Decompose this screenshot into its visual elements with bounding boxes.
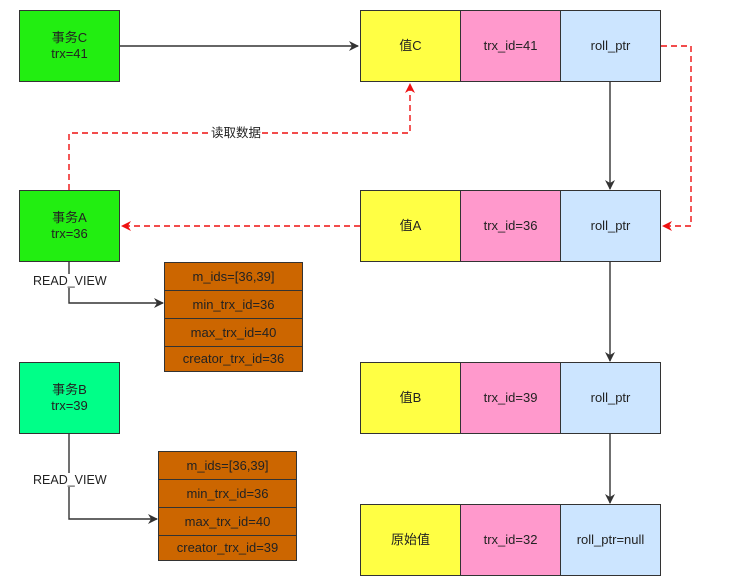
version-3-roll-ptr: roll_ptr=null <box>560 504 661 576</box>
read-view-b-label: READ_VIEW <box>32 473 108 487</box>
read-view-a-label: READ_VIEW <box>32 274 108 288</box>
transaction-c: 事务C trx=41 <box>19 10 120 82</box>
read-view-b-field-0: m_ids=[36,39] <box>158 451 297 480</box>
version-3-trx-id: trx_id=32 <box>460 504 561 576</box>
transaction-a-name: 事务A <box>52 210 87 225</box>
version-2-trx-id: trx_id=39 <box>460 362 561 434</box>
transaction-c-name: 事务C <box>51 30 88 45</box>
version-1-trx-id: trx_id=36 <box>460 190 561 262</box>
read-view-b-field-1: min_trx_id=36 <box>158 479 297 508</box>
read-view-a-field-0: m_ids=[36,39] <box>164 262 303 291</box>
version-1-roll-ptr: roll_ptr <box>560 190 661 262</box>
transaction-b: 事务B trx=39 <box>19 362 120 434</box>
version-0-trx-id: trx_id=41 <box>460 10 561 82</box>
transaction-a-trx: trx=36 <box>51 226 88 241</box>
dashed-arrow-rollptr-c-to-a <box>661 45 692 231</box>
version-0-value: 值C <box>360 10 461 82</box>
transaction-b-name: 事务B <box>52 382 87 397</box>
read-view-b-field-2: max_trx_id=40 <box>158 507 297 536</box>
dashed-arrow-read-data <box>68 83 415 190</box>
version-2-value: 值B <box>360 362 461 434</box>
read-view-a-field-1: min_trx_id=36 <box>164 290 303 319</box>
version-2-roll-ptr: roll_ptr <box>560 362 661 434</box>
version-0-roll-ptr: roll_ptr <box>560 10 661 82</box>
version-3-value: 原始值 <box>360 504 461 576</box>
read-data-label: 读取数据 <box>210 126 263 140</box>
transaction-c-trx: trx=41 <box>51 46 88 61</box>
read-view-a-field-3: creator_trx_id=36 <box>164 346 303 372</box>
read-view-b-field-3: creator_trx_id=39 <box>158 535 297 561</box>
transaction-b-trx: trx=39 <box>51 398 88 413</box>
read-view-a-field-2: max_trx_id=40 <box>164 318 303 347</box>
transaction-a: 事务A trx=36 <box>19 190 120 262</box>
version-1-value: 值A <box>360 190 461 262</box>
arrow-readview-b <box>68 434 158 524</box>
